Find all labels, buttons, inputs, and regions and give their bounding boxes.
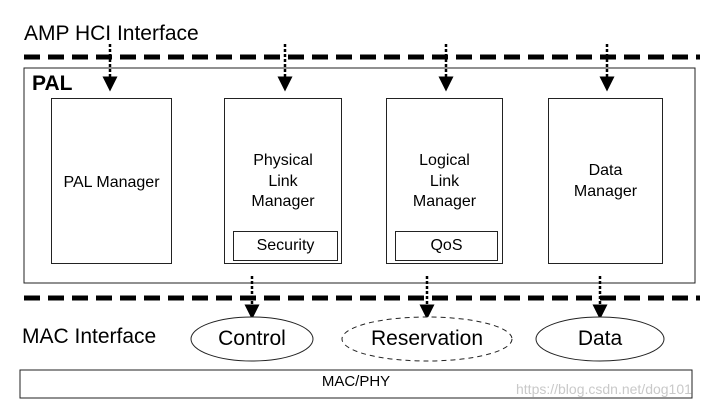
data-manager-box: Data Manager xyxy=(548,98,663,264)
qos-box: QoS xyxy=(395,231,498,261)
physical-line3: Manager xyxy=(251,193,315,210)
data-oval xyxy=(535,316,665,362)
qos-label: QoS xyxy=(430,237,463,254)
pal-label: PAL xyxy=(32,72,73,95)
data-label: Data xyxy=(577,327,623,350)
security-label: Security xyxy=(256,237,315,254)
watermark-text: https://blog.csdn.net/dog101 xyxy=(516,381,692,397)
logical-line3: Manager xyxy=(412,193,477,210)
pal-box xyxy=(23,67,696,284)
physical-link-manager-box: Physical Link Manager Security xyxy=(224,98,342,264)
security-box: Security xyxy=(233,231,338,261)
physical-line1: Physical xyxy=(253,152,313,169)
data-manager-line1: Data xyxy=(588,162,623,179)
mac-phy-label: MAC/PHY xyxy=(321,373,391,390)
mac-phy-box xyxy=(19,369,693,399)
data-manager-line2: Manager xyxy=(573,183,638,200)
reservation-label: Reservation xyxy=(370,327,484,350)
pal-manager-label: PAL Manager xyxy=(63,174,160,191)
logical-line2: Link xyxy=(429,173,460,190)
mac-interface-label: MAC Interface xyxy=(22,325,157,348)
physical-line2: Link xyxy=(268,173,298,190)
control-label: Control xyxy=(218,327,286,350)
amp-hci-label: AMP HCI Interface xyxy=(24,22,199,45)
logical-link-manager-box: Logical Link Manager QoS xyxy=(386,98,503,264)
reservation-oval xyxy=(341,316,513,362)
logical-line1: Logical xyxy=(419,152,470,169)
control-oval xyxy=(190,316,314,362)
pal-manager-box: PAL Manager xyxy=(51,98,172,264)
